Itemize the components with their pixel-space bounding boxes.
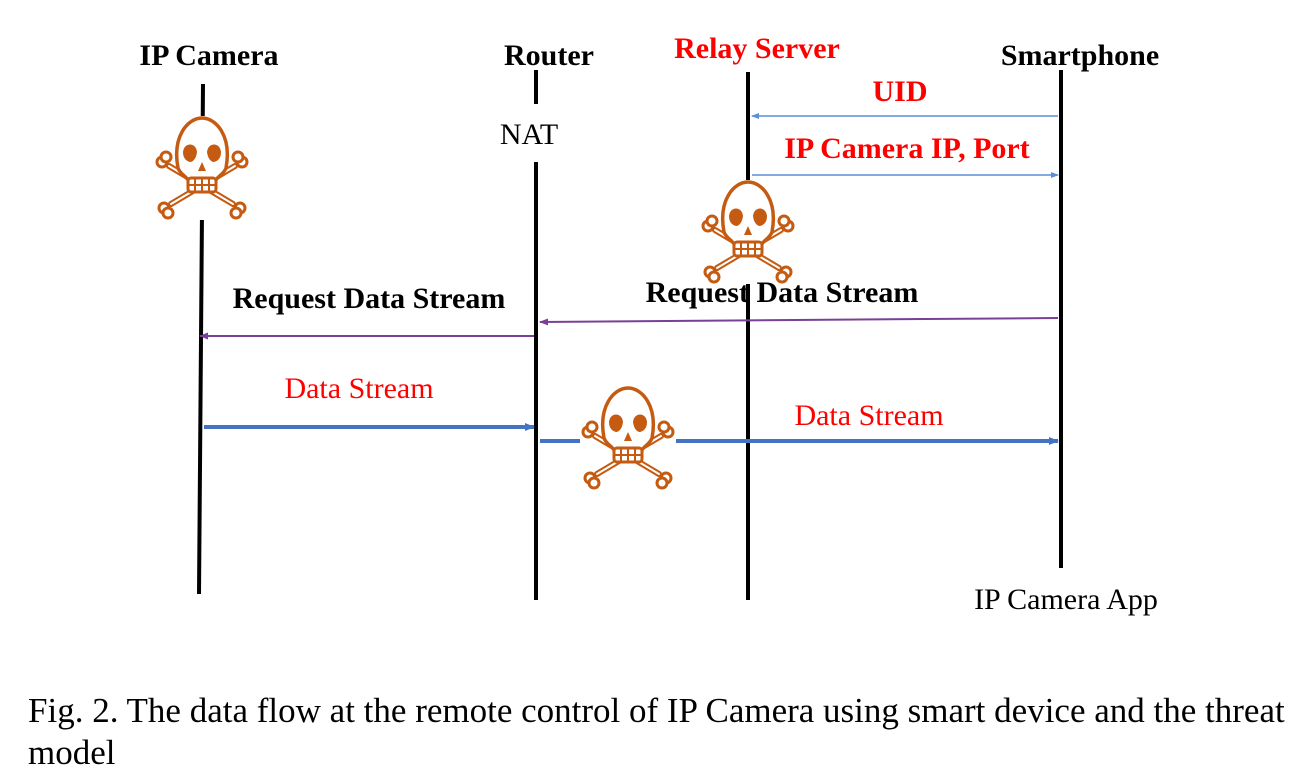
message-ip-port: IP Camera IP, Port <box>784 132 1030 165</box>
message-request-left: Request Data Stream <box>233 282 506 315</box>
message-stream-left: Data Stream <box>284 372 433 405</box>
actor-relay-server: Relay Server <box>674 32 840 65</box>
message-request-right: Request Data Stream <box>646 276 919 309</box>
message-uid: UID <box>872 75 927 108</box>
actor-smartphone: Smartphone <box>1001 39 1159 72</box>
app-label: IP Camera App <box>974 583 1158 616</box>
threat-skull-camera-icon <box>154 116 250 220</box>
data-flow-diagram: IP Camera Router Relay Server Smartphone… <box>139 32 1159 616</box>
nat-label: NAT <box>500 118 558 151</box>
actor-ip-camera: IP Camera <box>139 39 278 72</box>
arrow-request-right <box>539 317 1059 326</box>
threat-skull-stream-icon <box>580 386 676 490</box>
figure-caption: Fig. 2. The data flow at the remote cont… <box>28 691 1285 772</box>
actor-router: Router <box>504 39 594 72</box>
message-stream-right: Data Stream <box>794 399 943 432</box>
threat-skull-relay-icon <box>700 180 796 284</box>
